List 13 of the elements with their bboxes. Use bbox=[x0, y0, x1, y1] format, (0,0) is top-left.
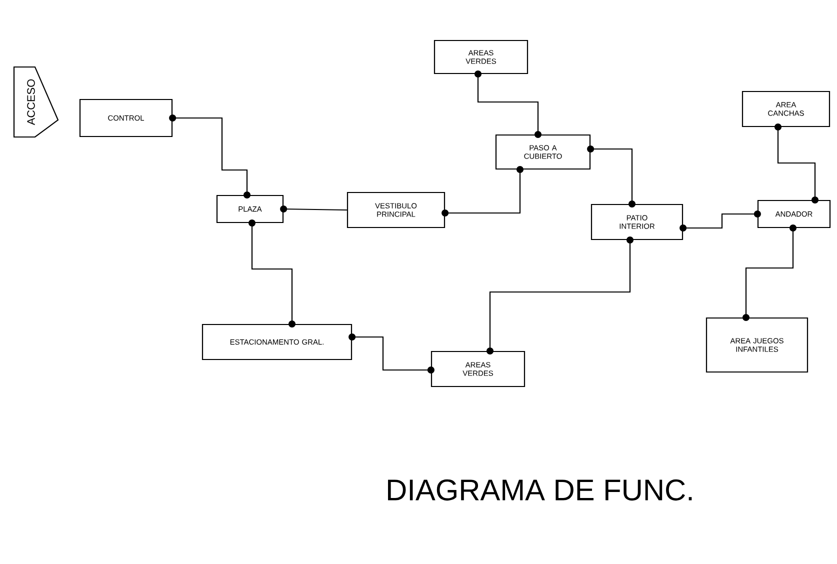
connector-line bbox=[587, 146, 636, 208]
connector-line bbox=[474, 70, 542, 138]
connector-line bbox=[348, 334, 434, 374]
connector-line bbox=[248, 220, 296, 328]
connector-line bbox=[680, 210, 761, 232]
diagram-caption: DIAGRAMA DE FUNC. bbox=[388, 479, 692, 501]
connector-line bbox=[774, 124, 818, 204]
connector-line bbox=[169, 114, 250, 198]
connector-line bbox=[486, 236, 634, 354]
connector-line bbox=[280, 206, 347, 212]
connector-line bbox=[442, 166, 524, 216]
connector-line bbox=[742, 224, 796, 321]
access-sign: ACCESO bbox=[13, 66, 59, 138]
